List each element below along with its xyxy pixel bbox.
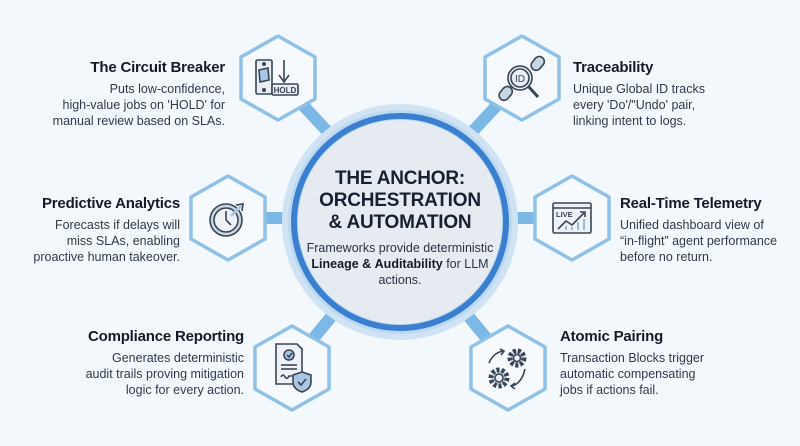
feature-title: The Circuit Breaker: [90, 59, 225, 76]
desc-line: “in-flight” agent performance: [620, 234, 778, 248]
anchor-core: [282, 104, 518, 340]
desc-line: high-value jobs on 'HOLD' for: [62, 98, 226, 112]
anchor-desc-bold-auditability: Auditability: [374, 257, 443, 271]
feature-traceability: Traceability Unique Global ID tracks eve…: [573, 59, 793, 129]
feature-title: Predictive Analytics: [41, 195, 180, 212]
hex-circuit-breaker: [239, 34, 317, 122]
anchor-description: Frameworks provide deterministic Lineage…: [300, 240, 500, 288]
desc-line: linking intent to logs.: [573, 114, 687, 128]
feature-circuit-breaker: The Circuit Breaker Puts low-confidence,…: [5, 59, 226, 129]
feature-title: Real-Time Telemetry: [620, 195, 762, 212]
anchor-core-text: THE ANCHOR: ORCHESTRATION & AUTOMATION F…: [300, 168, 500, 288]
live-label: LIVE: [556, 210, 573, 219]
circuit-breaker-hold-icon: HOLD: [255, 59, 299, 96]
gears-cycle-icon: [488, 348, 527, 390]
hex-atomic-pairing: [469, 324, 547, 412]
hold-label: HOLD: [274, 86, 297, 95]
feature-description: Unique Global ID tracks every 'Do'/"Undo…: [573, 81, 793, 129]
feature-description: Generates deterministic audit trails pro…: [14, 350, 244, 398]
anchor-desc-text-end: for LLM actions.: [378, 257, 489, 287]
desc-line: logic for every action.: [125, 383, 244, 397]
feature-title: Compliance Reporting: [87, 328, 244, 345]
feature-title: Atomic Pairing: [560, 328, 664, 345]
desc-line: Puts low-confidence,: [109, 82, 225, 96]
feature-description: Puts low-confidence, high-value jobs on …: [5, 81, 225, 129]
anchor-title: THE ANCHOR: ORCHESTRATION & AUTOMATION: [300, 168, 500, 234]
desc-line: miss SLAs, enabling: [66, 234, 180, 248]
anchor-title-line2: ORCHESTRATION: [319, 190, 481, 211]
feature-title: Traceability: [573, 59, 654, 76]
desc-line: audit trails proving mitigation: [85, 367, 244, 381]
feature-description: Unified dashboard view of “in-flight” ag…: [620, 217, 800, 265]
desc-line: every 'Do'/"Undo' pair,: [573, 98, 696, 112]
anchor-title-line1: THE ANCHOR:: [334, 168, 466, 189]
desc-line: jobs if actions fail.: [560, 383, 659, 397]
document-shield-check-icon: [275, 343, 312, 393]
desc-line: automatic compensating: [560, 367, 696, 381]
feature-real-time-telemetry: Real-Time Telemetry Unified dashboard vi…: [620, 195, 800, 265]
desc-line: proactive human takeover.: [33, 250, 180, 264]
desc-line: manual review based on SLAs.: [52, 114, 225, 128]
chain-id-search-icon: ID: [498, 55, 546, 102]
feature-description: Forecasts if delays will miss SLAs, enab…: [0, 217, 180, 265]
feature-atomic-pairing: Atomic Pairing Transaction Blocks trigge…: [560, 328, 780, 398]
desc-line: Forecasts if delays will: [54, 218, 180, 232]
anchor-desc-bold-lineage: Lineage &: [311, 257, 372, 271]
feature-compliance-reporting: Compliance Reporting Generates determini…: [14, 328, 245, 398]
desc-line: Generates deterministic: [111, 351, 244, 365]
desc-line: before no return.: [620, 250, 713, 264]
anchor-title-line3: & AUTOMATION: [328, 212, 472, 233]
feature-predictive-analytics: Predictive Analytics Forecasts if delays…: [0, 195, 180, 265]
desc-line: Unified dashboard view of: [620, 218, 764, 232]
stopwatch-arrow-icon: [209, 203, 244, 237]
live-dashboard-icon: LIVE: [552, 202, 592, 234]
id-label: ID: [515, 74, 525, 85]
feature-description: Transaction Blocks trigger automatic com…: [560, 350, 780, 398]
desc-line: Transaction Blocks trigger: [560, 351, 705, 365]
anchor-desc-text: Frameworks provide deterministic: [306, 241, 494, 255]
desc-line: Unique Global ID tracks: [573, 82, 706, 96]
